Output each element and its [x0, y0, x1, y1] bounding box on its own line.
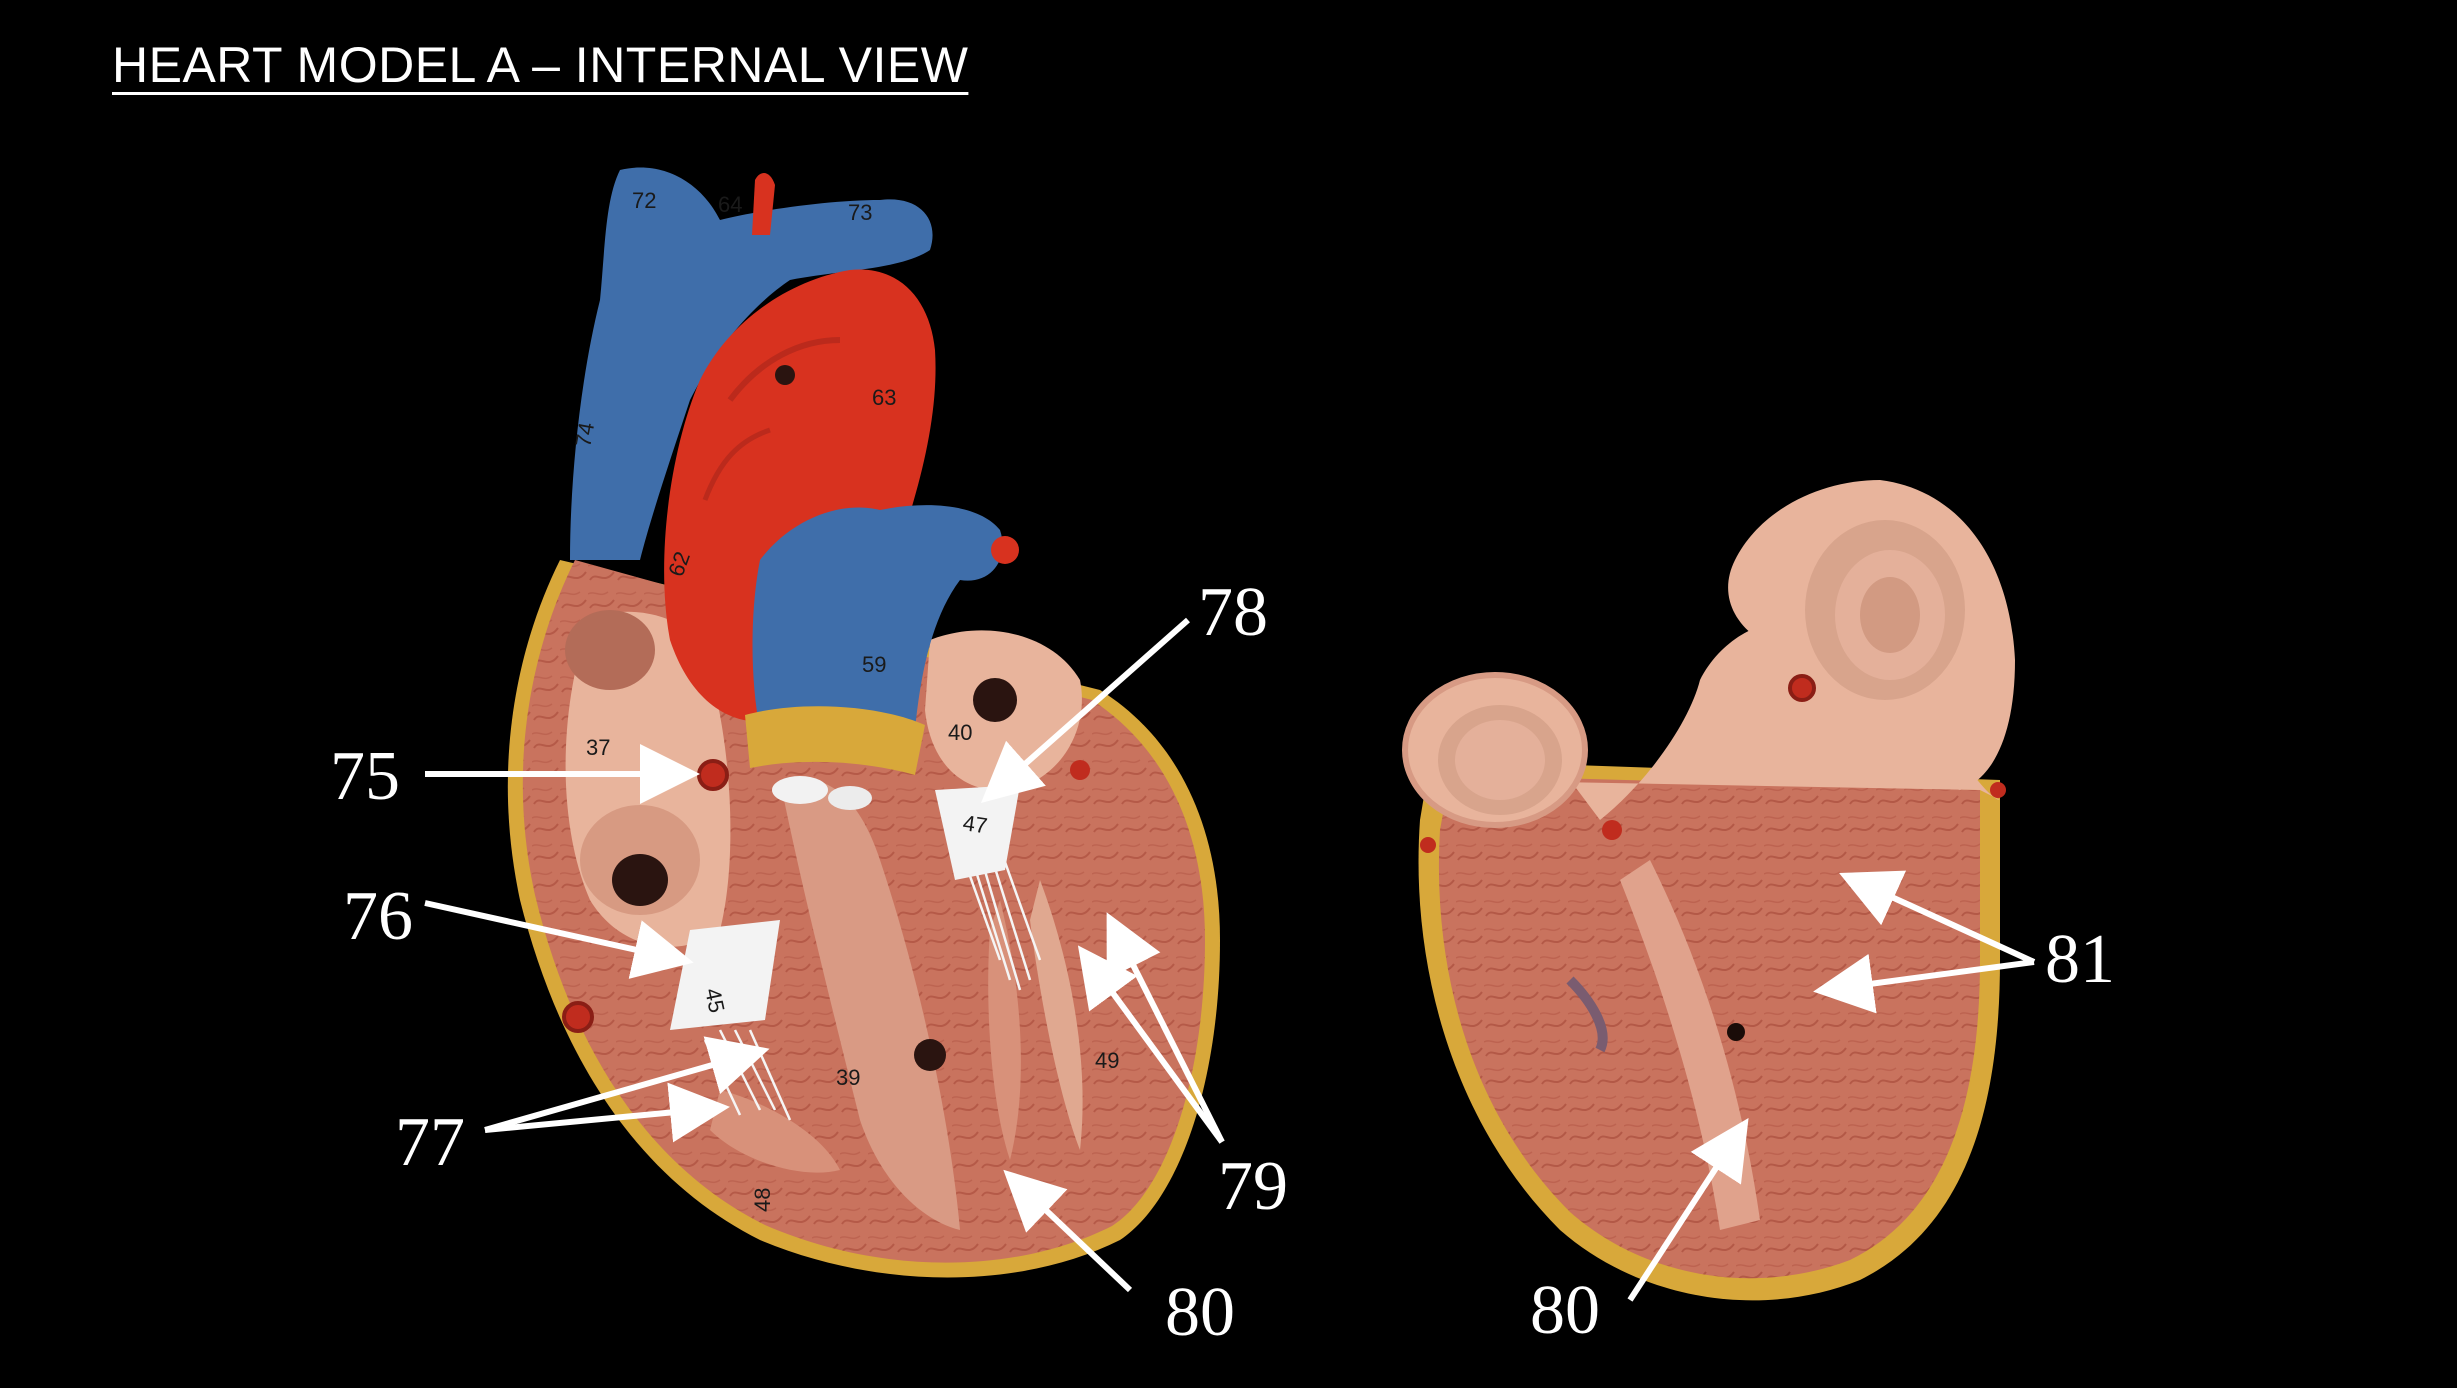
label-80-left: 80 — [1165, 1274, 1235, 1351]
svg-text:73: 73 — [848, 200, 872, 225]
label-79: 79 — [1218, 1148, 1288, 1225]
red-plug-75 — [697, 759, 729, 791]
slide-title: HEART MODEL A – INTERNAL VIEW — [112, 37, 969, 93]
arrow-77b — [484, 1082, 730, 1143]
svg-text:47: 47 — [961, 810, 989, 838]
svg-text:63: 63 — [872, 385, 896, 410]
heart-model-ventricle-section — [1402, 480, 2015, 1301]
superior-vena-cava — [570, 167, 933, 560]
label-78: 78 — [1198, 574, 1268, 651]
heart-model-frontal-section: 47 45 72 64 73 63 74 62 59 37 40 49 39 4… — [507, 167, 1220, 1278]
pulmonary-valve-ring — [745, 706, 925, 775]
arrow-76 — [424, 900, 694, 979]
svg-text:49: 49 — [1095, 1048, 1119, 1073]
label-76: 76 — [343, 878, 413, 955]
arrow-81a — [1839, 870, 2036, 965]
svg-text:72: 72 — [632, 188, 656, 213]
interventricular-septum — [780, 778, 960, 1230]
svg-text:45: 45 — [700, 986, 730, 1015]
svg-text:40: 40 — [948, 720, 972, 745]
arrow-78 — [981, 617, 1190, 803]
mitral-valve-tag — [935, 785, 1020, 880]
pulmonary-trunk — [752, 505, 1003, 730]
label-77: 77 — [395, 1104, 465, 1181]
label-80-right: 80 — [1530, 1272, 1600, 1349]
svg-text:64: 64 — [718, 192, 742, 217]
tricuspid-valve-tag — [670, 920, 780, 1030]
label-81: 81 — [2045, 921, 2115, 998]
arrow-77a — [484, 1036, 770, 1133]
svg-text:59: 59 — [862, 652, 886, 677]
svg-text:39: 39 — [836, 1065, 860, 1090]
arrow-80a — [1003, 1169, 1133, 1293]
arrow-79b — [1077, 945, 1225, 1144]
svg-text:74: 74 — [570, 420, 599, 448]
arrow-80b — [1627, 1117, 1749, 1302]
svg-text:48: 48 — [750, 1188, 775, 1212]
label-arrows — [424, 617, 2036, 1302]
arrow-81b — [1813, 953, 2035, 1014]
label-75: 75 — [330, 738, 400, 815]
svg-text:37: 37 — [586, 735, 610, 760]
